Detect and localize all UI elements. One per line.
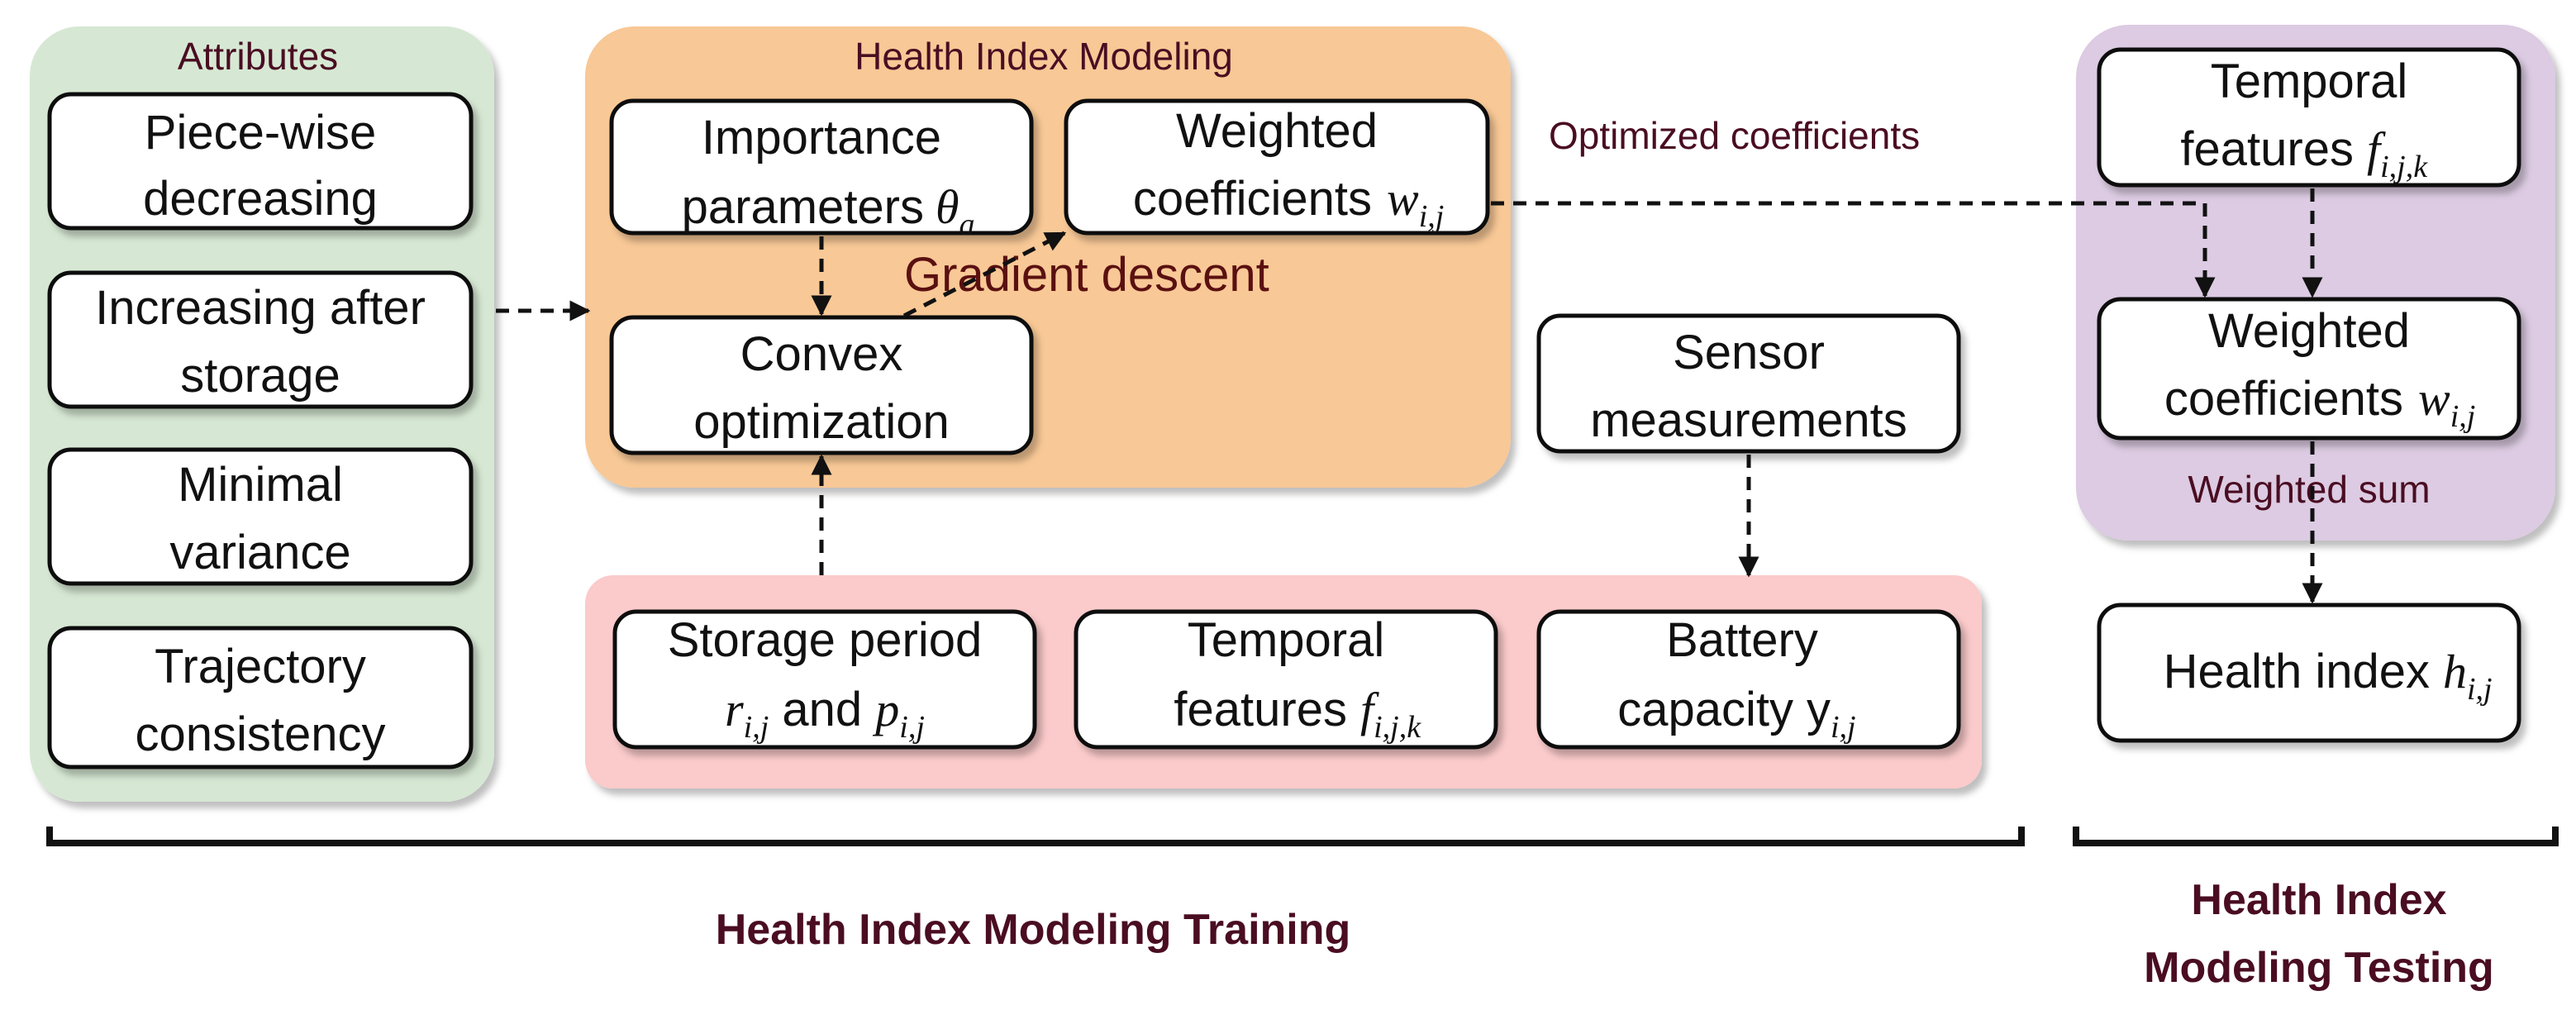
battery-capacity-node: Battery capacity yi,j <box>1536 609 1961 750</box>
attribute-line2: variance <box>169 526 350 579</box>
sensor-line2: measurements <box>1590 393 1907 447</box>
edge-convex-to-weighted <box>902 231 1067 318</box>
weighted-line2: coefficients <box>1133 172 1372 226</box>
w-symbol: wi,j <box>1387 172 1444 234</box>
attribute-line2: consistency <box>135 707 385 761</box>
temporal-line1: Temporal <box>1188 613 1385 667</box>
training-bracket <box>46 827 2025 846</box>
testing-temporal-line1: Temporal <box>2211 55 2408 108</box>
storage-line1: Storage period <box>668 613 982 667</box>
optimized-coefficients-label: Optimized coefficients <box>1549 114 1920 157</box>
attribute-trajectory-consistency: Trajectory consistency <box>47 626 474 769</box>
attribute-line2: decreasing <box>143 172 378 226</box>
edge-optimized-coefficients <box>1491 201 2216 298</box>
weighted-coefficients-node: Weighted coefficients wi,j <box>1064 98 1490 236</box>
gradient-descent-label: Gradient descent <box>904 248 1269 302</box>
testing-temporal-line2: features <box>2180 122 2354 176</box>
attribute-increasing-after-storage: Increasing after storage <box>47 270 474 409</box>
testing-section-label-line2: Modeling Testing <box>2144 944 2494 992</box>
weighted-line1: Weighted <box>1176 104 1378 158</box>
training-section-label: Health Index Modeling Training <box>716 906 1351 954</box>
attribute-piece-wise-decreasing: Piece-wise decreasing <box>47 92 474 231</box>
convex-line1: Convex <box>740 327 903 381</box>
theta-symbol: θa <box>936 180 975 242</box>
testing-temporal-features-node: Temporal features fi,j,k <box>2097 47 2521 188</box>
attributes-panel-title: Attributes <box>178 35 338 78</box>
attribute-minimal-variance: Minimal variance <box>47 447 474 586</box>
attribute-line1: Increasing after <box>95 281 426 335</box>
importance-line1: Importance <box>702 111 941 164</box>
health-index-node: Health index hi,j <box>2097 603 2521 743</box>
convex-optimization-node: Convex optimization <box>609 315 1034 455</box>
sensor-line1: Sensor <box>1673 326 1825 379</box>
storage-line2: ri,j and pi,j <box>725 683 925 745</box>
weighted-sum-label: Weighted sum <box>2188 468 2430 511</box>
sensor-measurements-node: Sensor measurements <box>1536 313 1961 454</box>
importance-parameters-node: Importance parameters θa <box>609 98 1034 242</box>
importance-line2: parameters <box>682 180 924 234</box>
attribute-line1: Trajectory <box>155 640 366 693</box>
testing-section-label-line1: Health Index <box>2191 876 2446 924</box>
testing-weighted-coefficients-node: Weighted coefficients wi,j <box>2097 297 2521 441</box>
battery-line2: capacity <box>1617 683 1793 736</box>
testing-weighted-line2: coefficients <box>2164 372 2403 426</box>
battery-line1: Battery <box>1666 613 1818 667</box>
attribute-line2: storage <box>180 349 340 403</box>
testing-bracket <box>2073 827 2559 846</box>
temporal-line2: features <box>1174 683 1347 736</box>
health-index-label: Health index <box>2164 645 2430 698</box>
convex-line2: optimization <box>693 395 949 449</box>
y-symbol: yi,j <box>1807 683 1856 745</box>
attribute-line1: Minimal <box>178 458 343 512</box>
modeling-panel-title: Health Index Modeling <box>855 35 1233 78</box>
h-symbol: hi,j <box>2443 645 2493 707</box>
attribute-line1: Piece-wise <box>145 106 376 160</box>
w-symbol: wi,j <box>2418 372 2475 434</box>
temporal-features-input-node: Temporal features fi,j,k <box>1074 609 1498 750</box>
storage-period-node: Storage period ri,j and pi,j <box>612 609 1037 750</box>
testing-weighted-line1: Weighted <box>2208 304 2410 358</box>
